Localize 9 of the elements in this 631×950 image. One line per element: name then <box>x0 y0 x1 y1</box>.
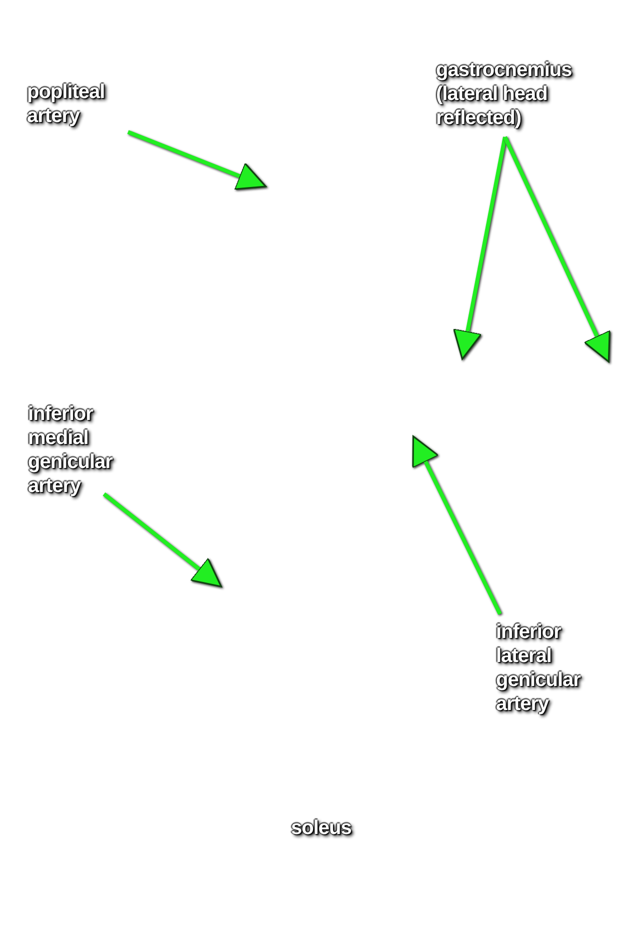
leader-arrow <box>102 492 222 588</box>
part-label: inferior medial genicular artery <box>28 402 143 498</box>
leader-arrow <box>127 130 267 190</box>
leader-arrow <box>503 136 610 362</box>
part-label: gastrocnemius (lateral head reflected) <box>436 58 616 130</box>
leader-arrow <box>412 436 502 615</box>
part-label: inferior lateral genicular artery <box>496 620 611 716</box>
part-label: popliteal artery <box>27 80 137 128</box>
leader-arrow <box>453 136 507 360</box>
